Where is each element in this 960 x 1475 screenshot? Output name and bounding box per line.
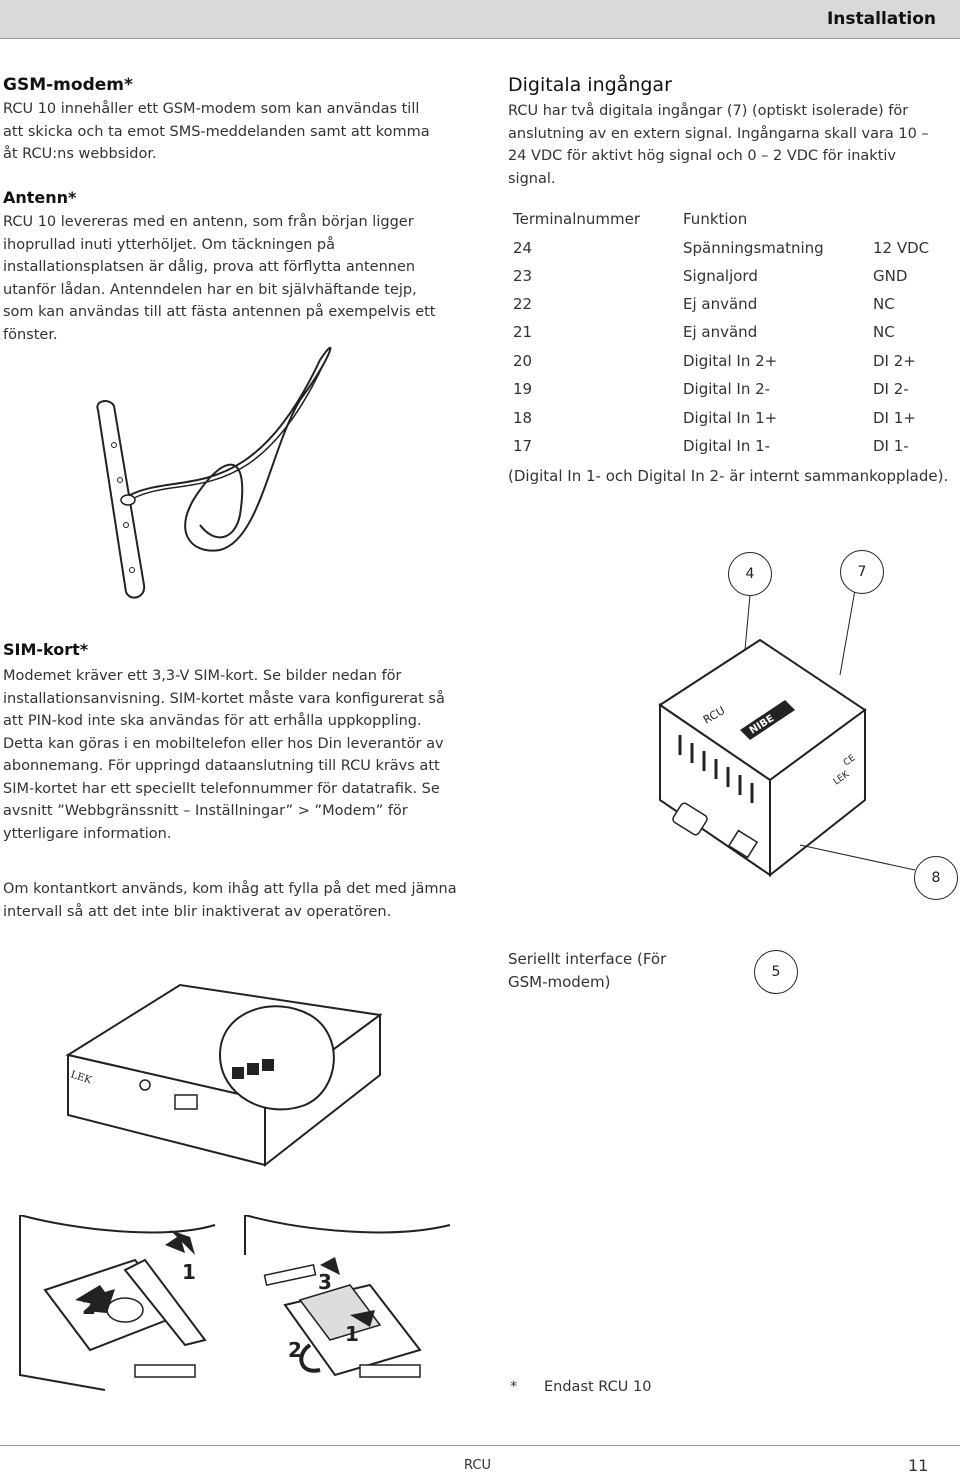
cell-signal: 12 VDC xyxy=(873,239,930,257)
cell-terminal: 19 xyxy=(513,380,533,398)
antenna-illustration xyxy=(96,346,332,599)
footnote-mark: * xyxy=(510,1379,518,1395)
callout-4: 4 xyxy=(728,552,772,596)
cell-signal: DI 1- xyxy=(873,437,909,455)
cell-function: Ej använd xyxy=(683,323,758,341)
cell-function: Digital In 2- xyxy=(683,380,771,398)
step-label-1b: 1 xyxy=(345,1322,359,1346)
cell-terminal: 24 xyxy=(513,239,533,257)
cell-signal: GND xyxy=(873,267,908,285)
cell-signal: NC xyxy=(873,323,895,341)
step-label-3: 3 xyxy=(318,1270,332,1294)
ethernet-port xyxy=(727,829,759,859)
sim-heading: SIM-kort* xyxy=(3,640,89,659)
modem-box-illustration: LEK xyxy=(65,983,383,1168)
sim-step-right-illustration xyxy=(244,1215,451,1378)
gsm-heading: GSM-modem* xyxy=(3,75,133,95)
callout-8: 8 xyxy=(914,856,958,900)
callout-leaders xyxy=(744,589,916,871)
cell-signal: NC xyxy=(873,295,895,313)
cell-function: Spänningsmatning xyxy=(683,239,824,257)
footer-divider xyxy=(0,1445,960,1446)
header-divider xyxy=(0,38,960,39)
serial-interface-label: Seriellt interface (För GSM-modem) xyxy=(508,950,667,991)
cell-function: Ej använd xyxy=(683,295,758,313)
col-header-terminal: Terminalnummer xyxy=(513,210,641,228)
table-note: (Digital In 1- och Digital In 2- är inte… xyxy=(508,467,949,485)
cell-terminal: 22 xyxy=(513,295,533,313)
callout-7: 7 xyxy=(840,550,884,594)
header-bar xyxy=(0,0,960,38)
cell-function: Digital In 1+ xyxy=(683,409,778,427)
step-label-1: 1 xyxy=(182,1260,196,1284)
cell-signal: DI 2+ xyxy=(873,352,916,370)
digital-heading: Digitala ingångar xyxy=(508,74,672,96)
antenn-heading: Antenn* xyxy=(3,188,77,207)
col-header-function: Funktion xyxy=(683,210,748,228)
cell-terminal: 23 xyxy=(513,267,533,285)
serial-port xyxy=(672,802,708,836)
cell-terminal: 20 xyxy=(513,352,533,370)
cell-terminal: 18 xyxy=(513,409,533,427)
sim-step-left-illustration xyxy=(19,1215,216,1391)
cell-signal: DI 1+ xyxy=(873,409,916,427)
gsm-body: RCU 10 innehåller ett GSM-modem som kan … xyxy=(3,101,430,162)
footnote-text: Endast RCU 10 xyxy=(544,1379,652,1395)
cell-function: Signaljord xyxy=(683,267,758,285)
page-number: 11 xyxy=(908,1456,929,1475)
step-label-2: 2 xyxy=(82,1295,96,1319)
digital-body: RCU har två digitala ingångar (7) (optis… xyxy=(508,103,929,187)
rcu-device-illustration: RCU NIBE LEK CE xyxy=(658,638,867,878)
section-title: Installation xyxy=(826,9,936,29)
footer-product: RCU xyxy=(464,1458,491,1473)
cell-terminal: 21 xyxy=(513,323,533,341)
cell-terminal: 17 xyxy=(513,437,533,455)
cell-function: Digital In 2+ xyxy=(683,352,778,370)
sim-note: Om kontantkort används, kom ihåg att fyl… xyxy=(3,881,457,920)
cell-signal: DI 2- xyxy=(873,380,909,398)
step-label-2b: 2 xyxy=(288,1338,302,1362)
sim-body: Modemet kräver ett 3,3-V SIM-kort. Se bi… xyxy=(3,668,445,842)
callout-5: 5 xyxy=(754,950,798,994)
cell-function: Digital In 1- xyxy=(683,437,771,455)
antenn-body: RCU 10 levereras med en antenn, som från… xyxy=(3,214,436,343)
